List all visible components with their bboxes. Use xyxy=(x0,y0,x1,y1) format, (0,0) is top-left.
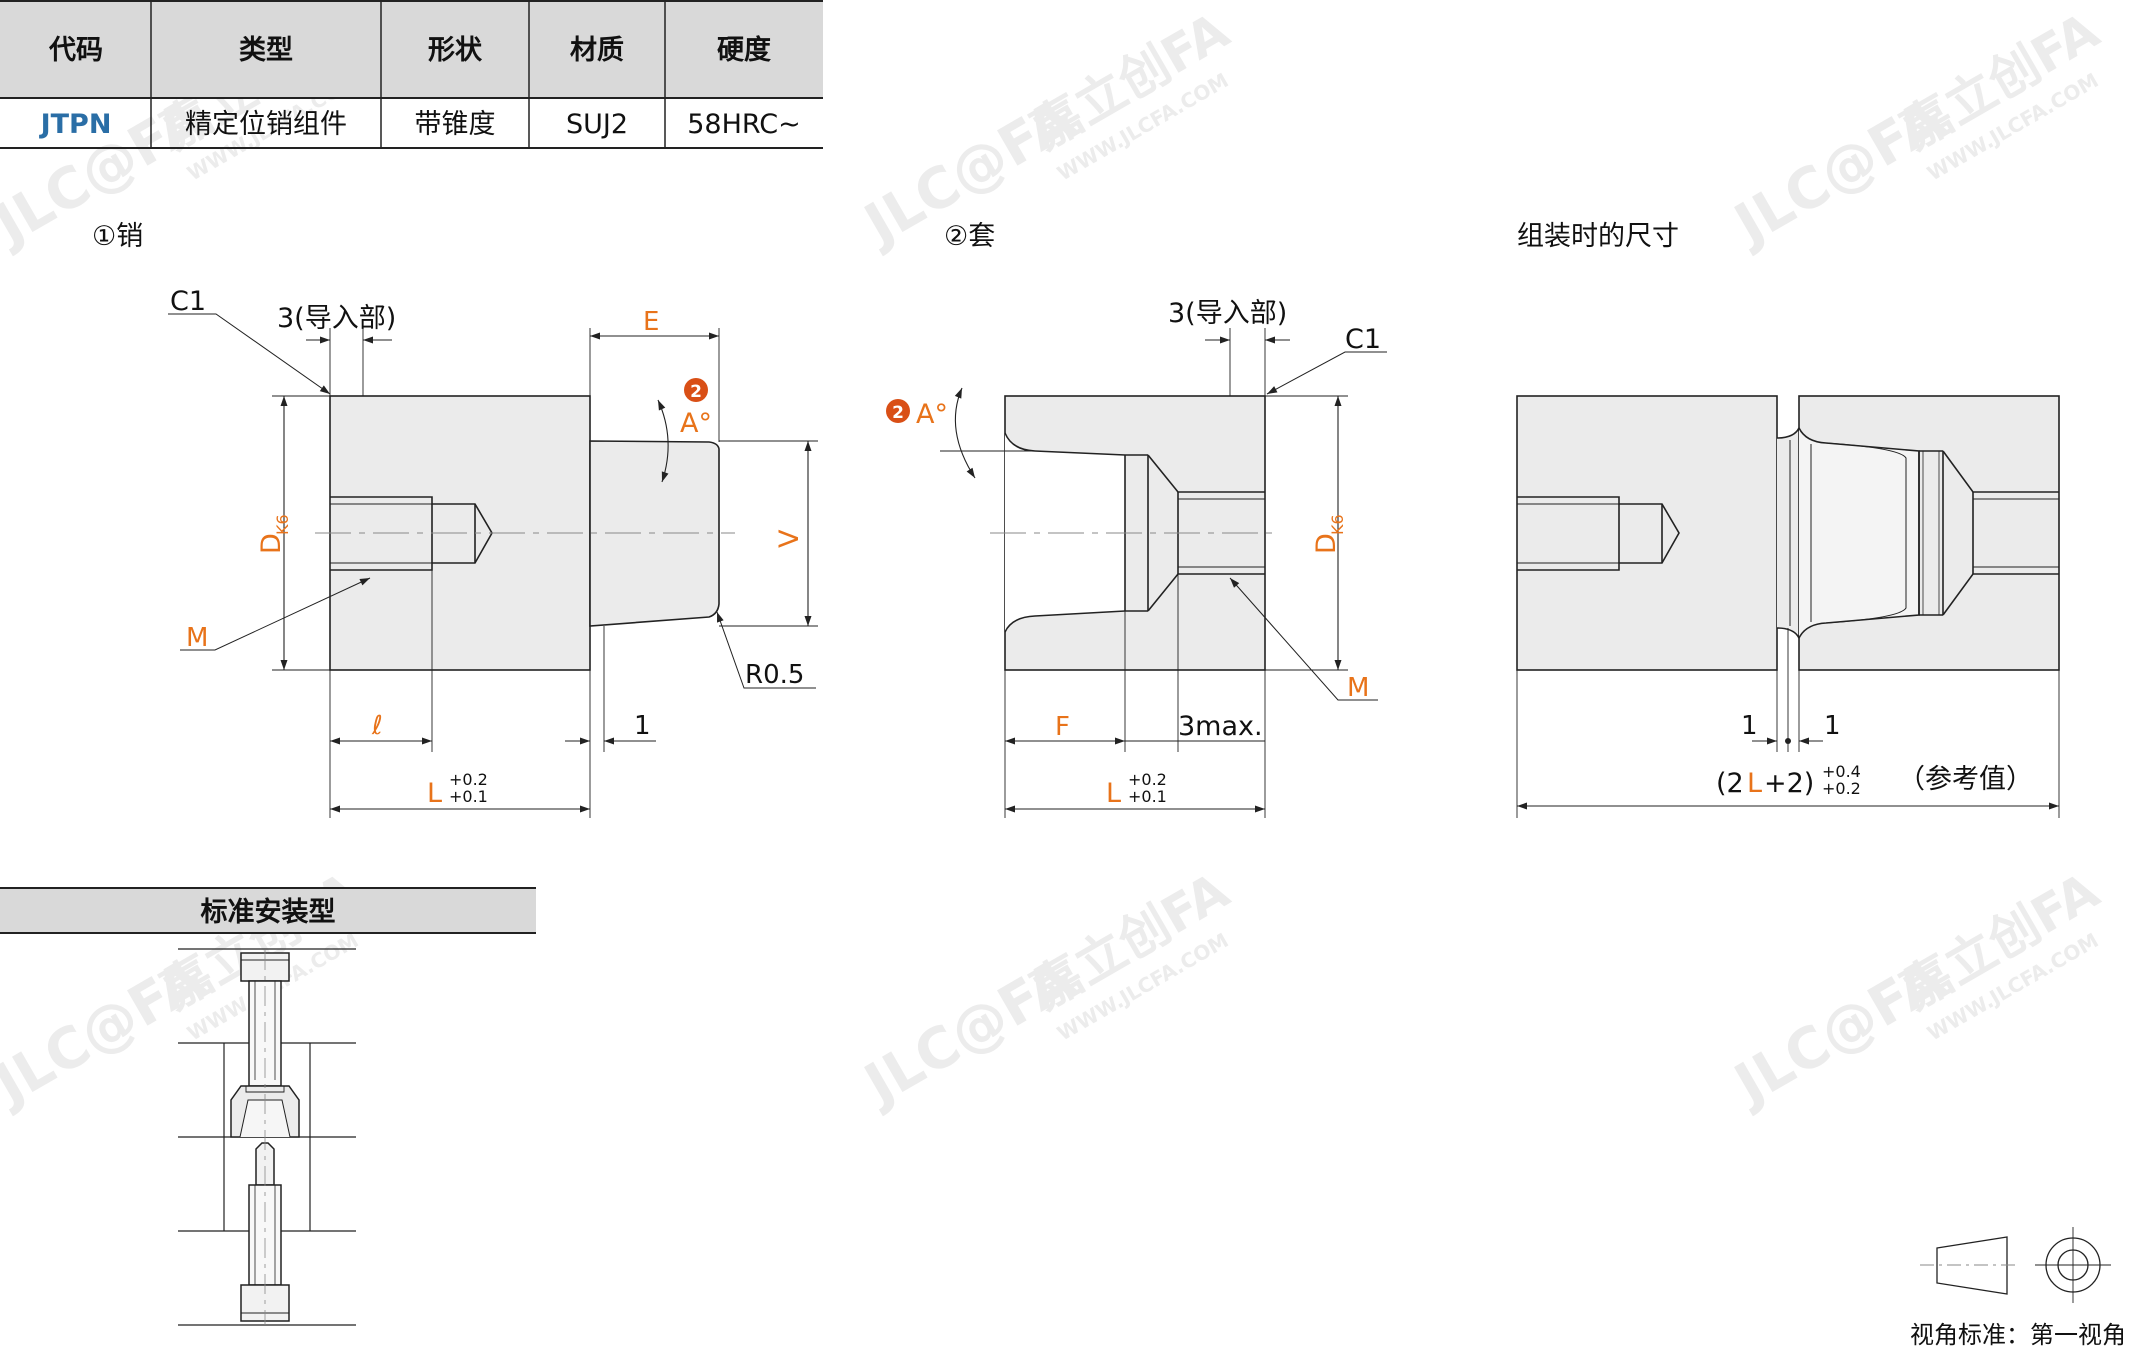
assembly-title: 组装时的尺寸 xyxy=(1517,221,1679,252)
bush-c1-label: C1 xyxy=(1345,324,1381,355)
cell-type: 精定位销组件 xyxy=(185,109,347,140)
bush-badge-text: 2 xyxy=(892,403,904,423)
bush-view: ②套 D K6 3(导入部) C1 xyxy=(886,221,1387,818)
pin-tol-dn: +0.1 xyxy=(449,787,488,806)
projection-label: 视角标准：第一视角 xyxy=(1910,1321,2126,1349)
bush-badge-2 xyxy=(886,399,910,423)
bush-angle-arc xyxy=(954,387,976,479)
cell-shape: 带锥度 xyxy=(415,109,496,140)
assembly-ref-label: （参考值） xyxy=(1898,764,2033,795)
cell-material: SUJ2 xyxy=(566,109,628,140)
watermark-2: JLC@FA 嘉立创FA WWW.JLCFA.COM xyxy=(851,1,1239,259)
install-header-bg xyxy=(0,888,536,933)
pin-d-sub: K6 xyxy=(273,514,292,535)
assembly-pin-block xyxy=(1516,395,1778,671)
pin-c1-label: C1 xyxy=(170,286,206,317)
pin-d-label: D xyxy=(256,533,287,554)
bush-a-label: A° xyxy=(916,399,948,430)
header-shape: 形状 xyxy=(428,35,483,66)
bush-L-label: L xyxy=(1106,778,1121,809)
pin-e-label: E xyxy=(643,307,659,337)
pin-one-label: 1 xyxy=(634,711,651,741)
pin-L-label: L xyxy=(427,778,442,809)
pin-r-leader xyxy=(716,611,816,689)
pin-m-label: M xyxy=(186,623,208,653)
assembly-one-right: 1 xyxy=(1824,711,1841,741)
assembly-tol-dn: +0.2 xyxy=(1822,779,1861,798)
bush-leadin-label: 3(导入部) xyxy=(1168,298,1287,329)
bush-tol-up: +0.2 xyxy=(1128,770,1167,789)
header-type: 类型 xyxy=(239,35,293,66)
bush-max-label: 3max. xyxy=(1178,711,1263,742)
header-hardness: 硬度 xyxy=(717,34,771,66)
pin-ell-label: ℓ xyxy=(371,711,383,741)
pin-c1-leader xyxy=(168,313,331,395)
pin-view: ①销 D K6 V E 2 A° xyxy=(92,221,818,818)
pin-leadin-label: 3(导入部) xyxy=(277,303,396,334)
pin-r-label: R0.5 xyxy=(745,660,804,690)
assembly-one-left: 1 xyxy=(1741,711,1758,741)
pin-a-label: A° xyxy=(680,408,712,439)
pin-title: ①销 xyxy=(92,221,143,252)
assembly-dim-close: +2) xyxy=(1764,768,1814,799)
cell-code: JTPN xyxy=(39,109,112,140)
cell-hardness: 58HRC~ xyxy=(687,109,801,140)
bush-d-label: D xyxy=(1311,533,1342,554)
bush-taper-bottom xyxy=(1004,610,1126,633)
bush-m-label: M xyxy=(1347,673,1369,703)
projection-cone-icon xyxy=(1936,1236,2008,1295)
bush-d-sub: K6 xyxy=(1328,514,1347,535)
watermark-5: JLC@FA 嘉立创FA WWW.JLCFA.COM xyxy=(851,861,1239,1119)
table-header-bg xyxy=(0,0,823,98)
pin-tol-up: +0.2 xyxy=(449,770,488,789)
assembly-view: 组装时的尺寸 1 1 xyxy=(1516,221,2060,818)
spec-table: 代码 类型 形状 材质 硬度 JTPN 精定位销组件 带锥度 SUJ2 58HR… xyxy=(0,0,823,149)
pin-angle-arc xyxy=(657,399,669,483)
header-material: 材质 xyxy=(570,35,624,66)
header-code: 代码 xyxy=(48,35,103,66)
bush-m-leader xyxy=(1229,577,1378,701)
bush-f-label: F xyxy=(1055,712,1070,742)
assembly-dim-open: (2 xyxy=(1716,768,1744,799)
pin-badge-2 xyxy=(684,378,708,402)
install-view: 标准安装型 xyxy=(0,887,536,1326)
pin-badge-text: 2 xyxy=(690,382,702,402)
assembly-bush-block xyxy=(1798,395,2060,671)
projection-symbol: 视角标准：第一视角 xyxy=(1910,1227,2126,1349)
bush-tol-dn: +0.1 xyxy=(1128,787,1167,806)
bush-c1-leader xyxy=(1266,351,1387,395)
bush-title: ②套 xyxy=(944,221,995,252)
pin-taper-head xyxy=(589,440,720,627)
pin-v-label: V xyxy=(774,529,805,548)
assembly-dim-L: L xyxy=(1747,768,1762,799)
install-title: 标准安装型 xyxy=(201,897,336,928)
pin-m-leader xyxy=(180,577,371,651)
assembly-tol-up: +0.4 xyxy=(1822,762,1861,781)
watermark-3: JLC@FA 嘉立创FA WWW.JLCFA.COM xyxy=(1721,1,2109,259)
watermark-6: JLC@FA 嘉立创FA WWW.JLCFA.COM xyxy=(1721,861,2109,1119)
